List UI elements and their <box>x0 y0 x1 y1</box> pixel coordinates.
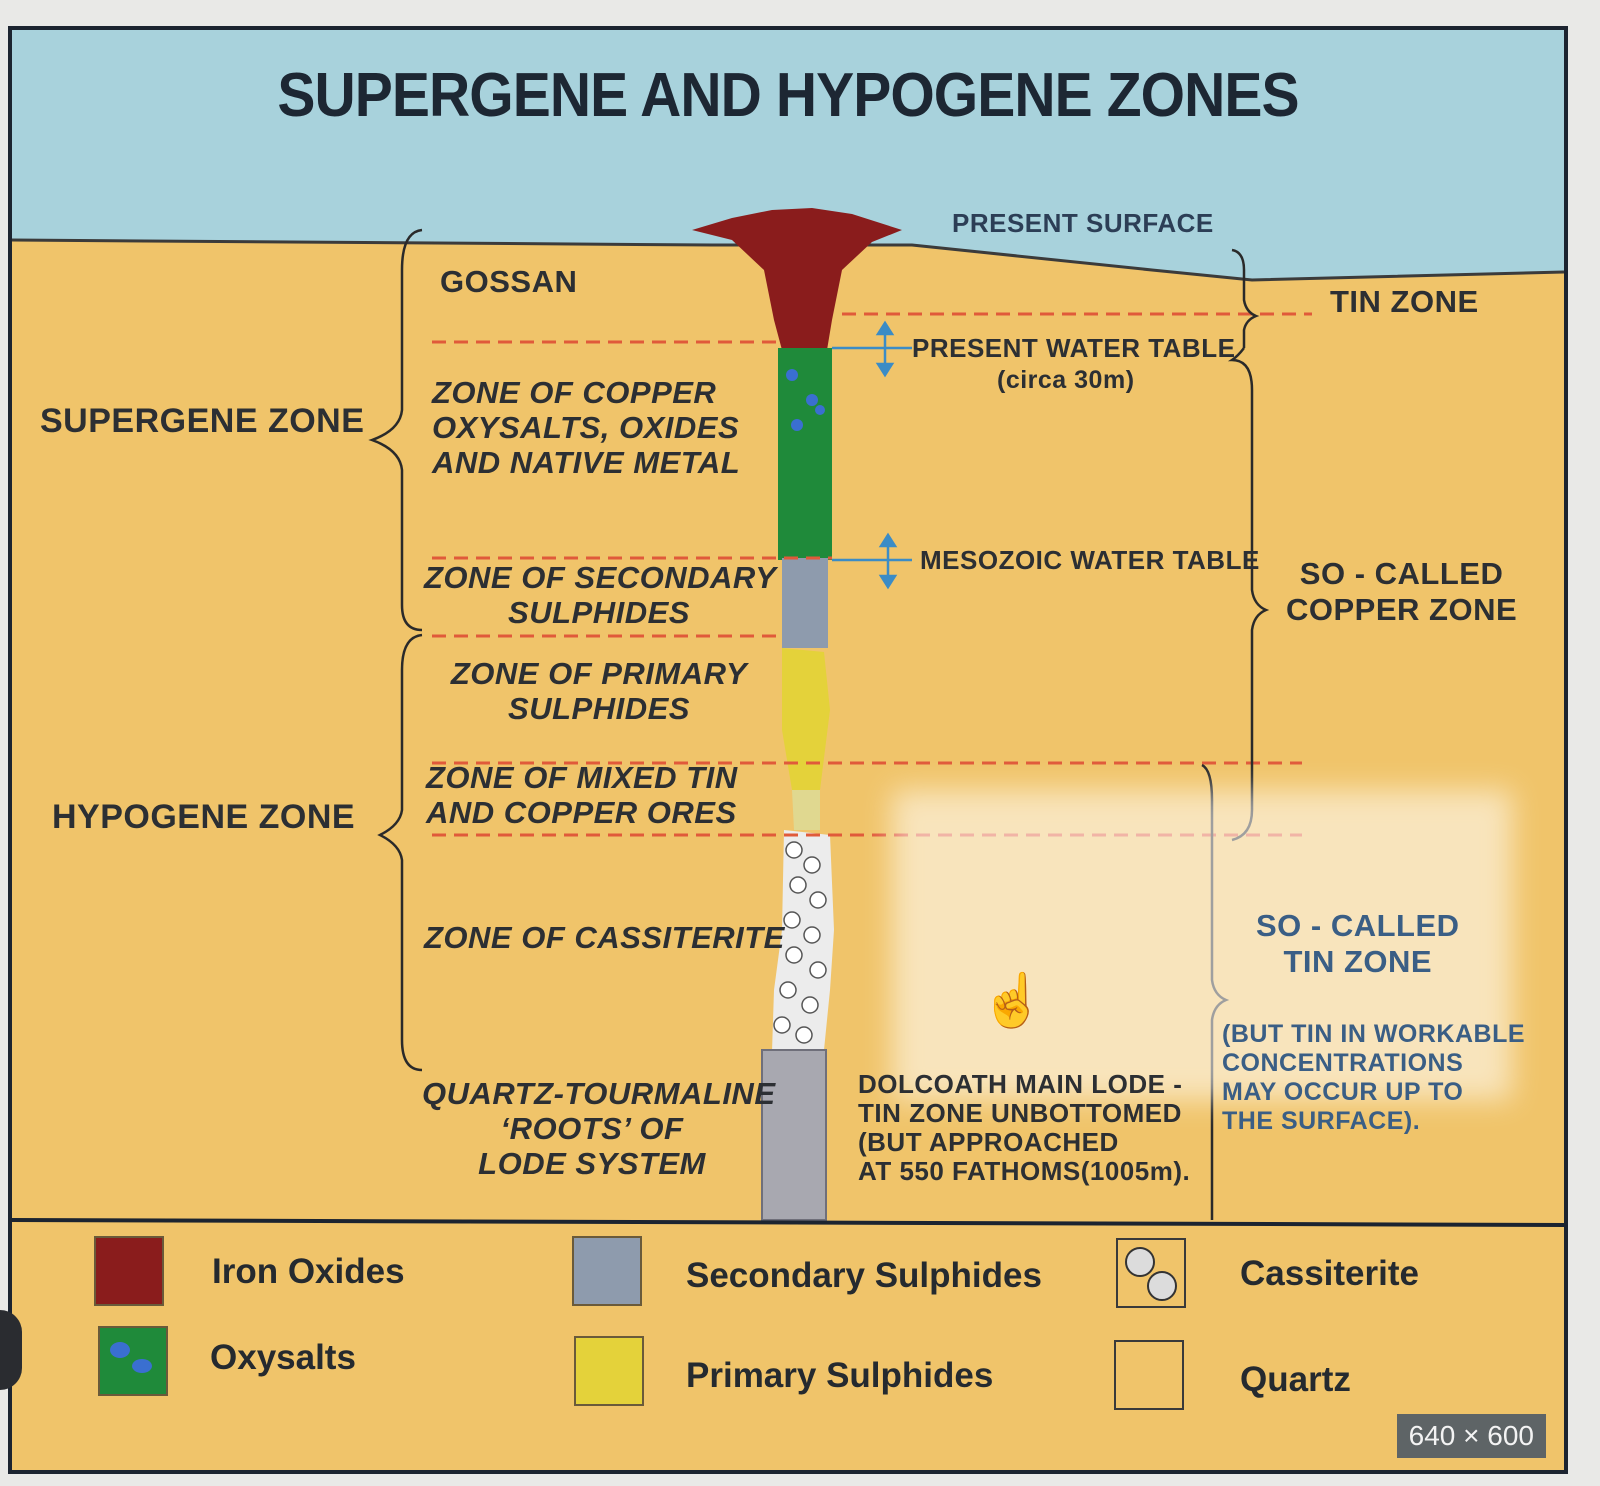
cassiterite-legend: Cassiterite <box>1240 1254 1419 1293</box>
oxysalts-swatch <box>98 1326 168 1396</box>
image-size-badge: 640 × 600 <box>1396 1414 1546 1458</box>
copper-oxysalts-line-2: OXYSALTS, OXIDES <box>432 410 740 445</box>
iron-oxides-swatch <box>94 1236 164 1306</box>
secondary-sulphides-line-1: ZONE OF SECONDARY <box>424 560 777 595</box>
copper-zone-line-1: SO - CALLED <box>1299 556 1504 591</box>
left-edge-control[interactable] <box>0 1310 22 1390</box>
dolcoath-note: DOLCOATH MAIN LODE - TIN ZONE UNBOTTOMED… <box>858 1070 1190 1186</box>
secondary-sulphides-label: ZONE OF SECONDARY SULPHIDES <box>424 560 777 630</box>
tin-note-line-4: THE SURFACE). <box>1222 1107 1421 1135</box>
oxysalt-texture <box>786 369 825 431</box>
left-braces <box>368 228 423 1072</box>
copper-oxysalts-line-1: ZONE OF COPPER <box>432 375 717 410</box>
present-water-table-label: PRESENT WATER TABLE <box>912 333 1236 363</box>
copper-oxysalts-line-3: AND NATIVE METAL <box>432 445 741 480</box>
oxysalt-body <box>778 348 832 560</box>
copper-zone-line-2: COPPER ZONE <box>1286 592 1518 627</box>
diagram-title: SUPERGENE AND HYPOGENE ZONES <box>277 61 1299 130</box>
dolcoath-note-line-3: (BUT APPROACHED <box>858 1127 1119 1157</box>
primary-sulphides-legend: Primary Sulphides <box>686 1356 994 1395</box>
secondary-sulphide-body <box>782 558 828 648</box>
cassiterite-swatch-pattern <box>1125 1247 1177 1301</box>
tin-workable-note: (BUT TIN IN WORKABLE CONCENTRATIONS MAY … <box>1222 1020 1525 1136</box>
present-surface-label: PRESENT SURFACE <box>952 208 1214 238</box>
quartz-roots-line-2: ‘ROOTS’ OF <box>500 1111 684 1146</box>
present-water-table-depth: (circa 30m) <box>997 366 1135 394</box>
quartz-legend: Quartz <box>1240 1360 1351 1399</box>
gossan-label: GOSSAN <box>440 264 578 299</box>
mixed-ores-line-1: ZONE OF MIXED TIN <box>426 760 738 795</box>
cassiterite-texture <box>773 841 827 1044</box>
gossan-body <box>692 208 902 350</box>
mixed-ores-label: ZONE OF MIXED TIN AND COPPER ORES <box>426 760 738 830</box>
quartz-roots-line-1: QUARTZ-TOURMALINE <box>422 1076 776 1111</box>
quartz-roots-label: QUARTZ-TOURMALINE ‘ROOTS’ OF LODE SYSTEM <box>422 1076 776 1181</box>
cassiterite-zone-label: ZONE OF CASSITERITE <box>424 920 785 955</box>
dolcoath-note-line-1: DOLCOATH MAIN LODE - <box>858 1069 1183 1099</box>
water-table-markers <box>832 320 912 590</box>
blurred-overlay <box>892 790 1512 1100</box>
oxysalts-swatch-pattern <box>110 1342 152 1373</box>
secondary-sulphides-legend: Secondary Sulphides <box>686 1256 1042 1295</box>
cassiterite-swatch <box>1116 1238 1186 1308</box>
dolcoath-note-line-2: TIN ZONE UNBOTTOMED <box>858 1098 1182 1128</box>
hypogene-zone-label: HYPOGENE ZONE <box>52 798 356 836</box>
sky <box>12 30 1564 280</box>
hand-cursor-icon: ☝ <box>980 972 1045 1030</box>
supergene-zone-label: SUPERGENE ZONE <box>40 402 365 440</box>
so-called-tin-line-1: SO - CALLED <box>1256 908 1460 943</box>
iron-oxides-legend: Iron Oxides <box>212 1252 405 1291</box>
tin-note-line-2: CONCENTRATIONS <box>1222 1049 1464 1077</box>
primary-sulphides-line-2: SULPHIDES <box>508 691 690 726</box>
primary-sulphides-line-1: ZONE OF PRIMARY <box>450 656 748 691</box>
mixed-body <box>792 790 820 830</box>
so-called-tin-zone-label: SO - CALLED TIN ZONE <box>1256 908 1460 980</box>
copper-oxysalts-label: ZONE OF COPPER OXYSALTS, OXIDES AND NATI… <box>432 375 740 480</box>
secondary-sulphides-swatch <box>572 1236 642 1306</box>
secondary-sulphides-line-2: SULPHIDES <box>508 595 690 630</box>
primary-sulphide-body <box>782 648 830 790</box>
diagram-frame: SUPERGENE AND HYPOGENE ZONES PRESENT SUR… <box>8 26 1568 1474</box>
dolcoath-note-line-4: AT 550 FATHOMS(1005m). <box>858 1156 1191 1186</box>
quartz-swatch <box>1114 1340 1184 1410</box>
zone-boundaries <box>432 312 1312 837</box>
copper-zone-label: SO - CALLED COPPER ZONE <box>1286 556 1517 628</box>
diagram-canvas <box>12 30 1564 1227</box>
legend-divider <box>12 1218 1564 1227</box>
tin-note-line-1: (BUT TIN IN WORKABLE <box>1222 1020 1526 1048</box>
mesozoic-water-table-label: MESOZOIC WATER TABLE <box>920 545 1260 575</box>
tin-zone-label: TIN ZONE <box>1330 284 1479 319</box>
quartz-roots-line-3: LODE SYSTEM <box>478 1146 706 1181</box>
ground-surface-line <box>12 238 1564 282</box>
so-called-tin-line-2: TIN ZONE <box>1283 944 1433 979</box>
tin-note-line-3: MAY OCCUR UP TO <box>1222 1078 1464 1106</box>
primary-sulphides-swatch <box>574 1336 644 1406</box>
oxysalts-legend: Oxysalts <box>210 1338 356 1377</box>
mixed-ores-line-2: AND COPPER ORES <box>426 795 737 830</box>
quartz-body <box>761 1049 827 1221</box>
primary-sulphides-label: ZONE OF PRIMARY SULPHIDES <box>424 656 774 726</box>
